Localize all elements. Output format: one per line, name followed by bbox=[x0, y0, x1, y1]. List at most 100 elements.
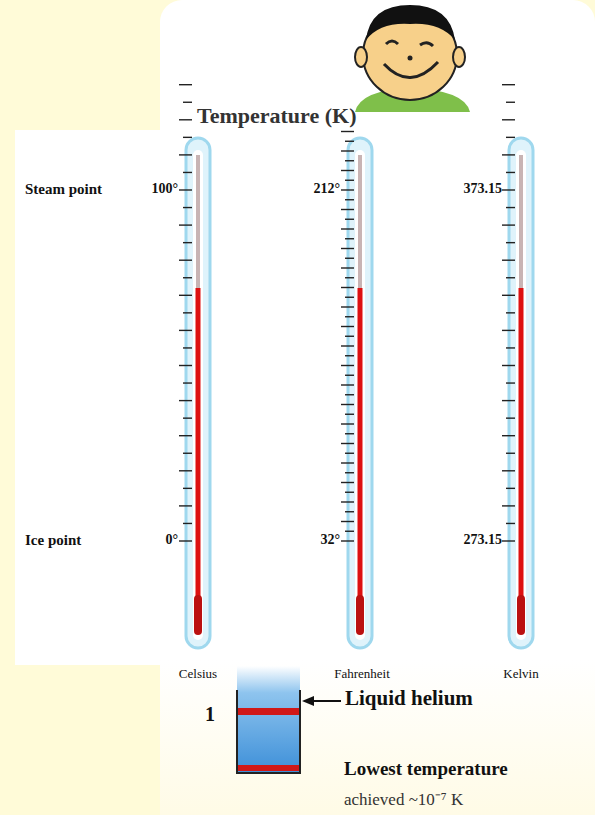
tick-mark bbox=[179, 470, 192, 471]
tick-mark bbox=[179, 540, 192, 541]
tick-mark bbox=[506, 382, 515, 383]
tick-mark bbox=[502, 154, 515, 155]
tick-mark bbox=[183, 137, 192, 138]
scale-name: Fahrenheit bbox=[334, 667, 390, 682]
helium-level-band bbox=[238, 708, 299, 715]
tick-mark bbox=[341, 189, 354, 190]
tick-mark bbox=[345, 199, 354, 200]
tick-mark bbox=[506, 453, 515, 454]
tick-mark bbox=[506, 242, 515, 243]
tick-mark bbox=[502, 505, 515, 506]
tick-mark bbox=[341, 326, 354, 327]
tick-mark bbox=[183, 417, 192, 418]
tick-mark bbox=[341, 540, 354, 541]
helium-label: Liquid helium bbox=[345, 686, 473, 710]
tick-mark bbox=[179, 435, 192, 436]
tick-mark bbox=[341, 228, 354, 229]
scale-name: Celsius bbox=[179, 667, 217, 682]
tick-mark bbox=[183, 382, 192, 383]
tick-mark bbox=[341, 267, 354, 268]
tick-mark bbox=[183, 347, 192, 348]
tick-mark bbox=[345, 277, 354, 278]
tick-mark bbox=[345, 141, 354, 142]
tick-mark bbox=[506, 207, 515, 208]
fixed-point-label: Ice point bbox=[25, 532, 81, 549]
tick-mark bbox=[345, 336, 354, 337]
tick-mark bbox=[179, 505, 192, 506]
temperature-value: 1 bbox=[205, 703, 215, 726]
tick-mark bbox=[341, 482, 354, 483]
note-heading: Lowest temperature bbox=[344, 758, 508, 780]
tick-mark bbox=[345, 316, 354, 317]
thermometers bbox=[186, 138, 533, 648]
scale-value: 32° bbox=[320, 532, 340, 548]
tick-mark bbox=[506, 312, 515, 313]
tick-mark bbox=[345, 180, 354, 181]
tick-mark bbox=[183, 242, 192, 243]
tick-mark bbox=[179, 189, 192, 190]
tick-mark bbox=[179, 224, 192, 225]
scale-value: 0° bbox=[165, 532, 178, 548]
tick-mark bbox=[341, 209, 354, 210]
tick-mark bbox=[341, 170, 354, 171]
tick-mark bbox=[345, 414, 354, 415]
tick-mark bbox=[502, 295, 515, 296]
cartoon-face bbox=[355, 5, 470, 112]
tick-mark bbox=[341, 248, 354, 249]
tick-mark bbox=[506, 347, 515, 348]
tick-mark bbox=[502, 435, 515, 436]
tick-mark bbox=[502, 189, 515, 190]
tick-mark bbox=[179, 295, 192, 296]
tick-mark bbox=[183, 102, 192, 103]
tick-mark bbox=[345, 258, 354, 259]
panel-main bbox=[15, 130, 595, 665]
tick-mark bbox=[341, 287, 354, 288]
tick-mark bbox=[502, 84, 515, 85]
tick-mark bbox=[179, 365, 192, 366]
tick-mark bbox=[345, 238, 354, 239]
tick-mark bbox=[502, 119, 515, 120]
tick-mark bbox=[345, 492, 354, 493]
tick-mark bbox=[179, 400, 192, 401]
tick-mark bbox=[341, 423, 354, 424]
scale-value: 373.15 bbox=[464, 181, 503, 197]
tick-mark bbox=[179, 154, 192, 155]
note-text: achieved ~10⁻⁷ K bbox=[344, 790, 463, 810]
fahrenheit-thermometer bbox=[348, 138, 372, 648]
scale-value: 273.15 bbox=[464, 532, 503, 548]
tick-mark bbox=[179, 84, 192, 85]
tick-mark bbox=[179, 330, 192, 331]
tick-mark bbox=[506, 137, 515, 138]
tick-mark bbox=[341, 443, 354, 444]
tick-mark bbox=[341, 462, 354, 463]
diagram-title: Temperature (K) bbox=[197, 103, 356, 128]
tick-mark bbox=[502, 365, 515, 366]
tick-mark bbox=[341, 306, 354, 307]
panel-bottom bbox=[160, 660, 595, 815]
tick-mark bbox=[345, 531, 354, 532]
scale-name: Kelvin bbox=[503, 667, 538, 682]
tick-mark bbox=[183, 172, 192, 173]
tick-mark bbox=[345, 219, 354, 220]
scale-value: 212° bbox=[313, 181, 340, 197]
tick-mark bbox=[341, 365, 354, 366]
tick-mark bbox=[183, 277, 192, 278]
tick-mark bbox=[502, 260, 515, 261]
tick-mark bbox=[345, 453, 354, 454]
tick-mark bbox=[341, 345, 354, 346]
tick-mark bbox=[506, 277, 515, 278]
tick-mark bbox=[345, 472, 354, 473]
liquid-helium-container bbox=[236, 666, 301, 773]
scale-ticks bbox=[179, 85, 515, 541]
scale-value: 100° bbox=[151, 181, 178, 197]
tick-mark bbox=[345, 160, 354, 161]
tick-mark bbox=[183, 523, 192, 524]
tick-mark bbox=[183, 312, 192, 313]
tick-mark bbox=[506, 488, 515, 489]
tick-mark bbox=[345, 297, 354, 298]
tick-mark bbox=[506, 172, 515, 173]
celsius-thermometer bbox=[186, 138, 210, 648]
tick-mark bbox=[506, 417, 515, 418]
tick-mark bbox=[502, 470, 515, 471]
